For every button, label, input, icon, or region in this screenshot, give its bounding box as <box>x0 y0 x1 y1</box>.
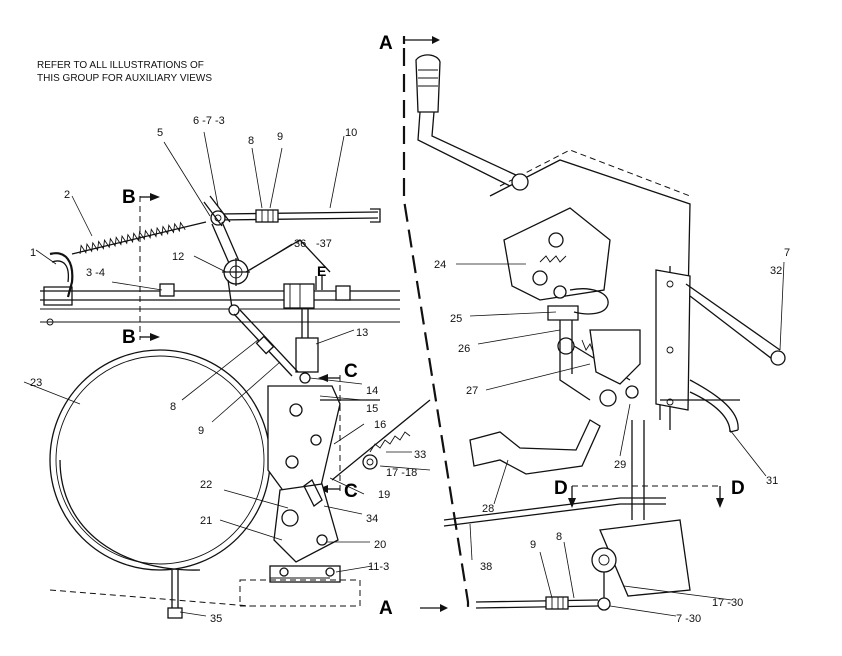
section-line-d: D D <box>554 478 745 508</box>
callout-33: 33 <box>414 449 426 461</box>
reference-note-line-1: REFER TO ALL ILLUSTRATIONS OF <box>37 60 204 71</box>
callout-19: 19 <box>378 489 390 501</box>
section-c-upper-label: C <box>344 361 358 382</box>
callout-16: 16 <box>374 419 386 431</box>
section-line-a: A A <box>379 33 470 619</box>
callout-38: 38 <box>480 561 492 573</box>
section-a-top-label: A <box>379 33 393 54</box>
section-d-right-label: D <box>731 478 745 499</box>
callout-13: 13 <box>356 327 368 339</box>
callout-9-bottom: 9 <box>530 539 536 551</box>
callout-17-30: 17 -30 <box>712 597 743 609</box>
callout-32: 32 <box>770 265 782 277</box>
callout-7-30: 7 -30 <box>676 613 701 625</box>
callout-29: 29 <box>614 459 626 471</box>
callout-8-top: 8 <box>248 135 254 147</box>
section-line-b: B B <box>122 187 160 348</box>
section-b-top-label: B <box>122 187 136 208</box>
callout-10: 10 <box>345 127 357 139</box>
callout-17-18: 17 -18 <box>386 467 417 479</box>
callout-20: 20 <box>374 539 386 551</box>
callout-24: 24 <box>434 259 446 271</box>
section-d-left-label: D <box>554 478 568 499</box>
callout-31: 31 <box>766 475 778 487</box>
callout-12: 12 <box>172 251 184 263</box>
callout-6-7-3: 6 -7 -3 <box>193 115 225 127</box>
callout-36: 36 <box>294 238 306 250</box>
callout-25: 25 <box>450 313 462 325</box>
callout-21: 21 <box>200 515 212 527</box>
callout-9-top: 9 <box>277 131 283 143</box>
callout-22: 22 <box>200 479 212 491</box>
callout-8-bottom: 8 <box>556 531 562 543</box>
callout-34: 34 <box>366 513 378 525</box>
callout-leaders <box>23 131 785 617</box>
callout-28: 28 <box>482 503 494 515</box>
callout-35: 35 <box>210 613 222 625</box>
right-pedal-assembly <box>415 54 786 611</box>
callout-1: 1 <box>30 247 36 259</box>
callout-15: 15 <box>366 403 378 415</box>
left-linkage-assembly <box>40 195 431 619</box>
section-e-label: E <box>317 263 326 279</box>
callout-37: -37 <box>316 238 332 250</box>
callout-5: 5 <box>157 127 163 139</box>
callout-11-3: 11-3 <box>368 561 389 573</box>
callout-8-mid: 8 <box>170 401 176 413</box>
callout-3-4: 3 -4 <box>86 267 105 279</box>
callout-7-right: 7 <box>784 247 790 259</box>
callout-2: 2 <box>64 189 70 201</box>
section-c-lower-label: C <box>344 481 358 502</box>
callout-26: 26 <box>458 343 470 355</box>
callout-23: 23 <box>30 377 42 389</box>
reference-note-line-2: THIS GROUP FOR AUXILIARY VIEWS <box>37 73 212 84</box>
callout-labels: 1 2 3 -4 5 6 -7 -3 8 9 10 12 36 -37 E 13… <box>30 115 790 625</box>
section-a-bottom-label: A <box>379 598 393 619</box>
callout-9-mid: 9 <box>198 425 204 437</box>
callout-14: 14 <box>366 385 378 397</box>
callout-27: 27 <box>466 385 478 397</box>
section-b-bottom-label: B <box>122 327 136 348</box>
reference-note: REFER TO ALL ILLUSTRATIONS OF THIS GROUP… <box>37 60 212 84</box>
